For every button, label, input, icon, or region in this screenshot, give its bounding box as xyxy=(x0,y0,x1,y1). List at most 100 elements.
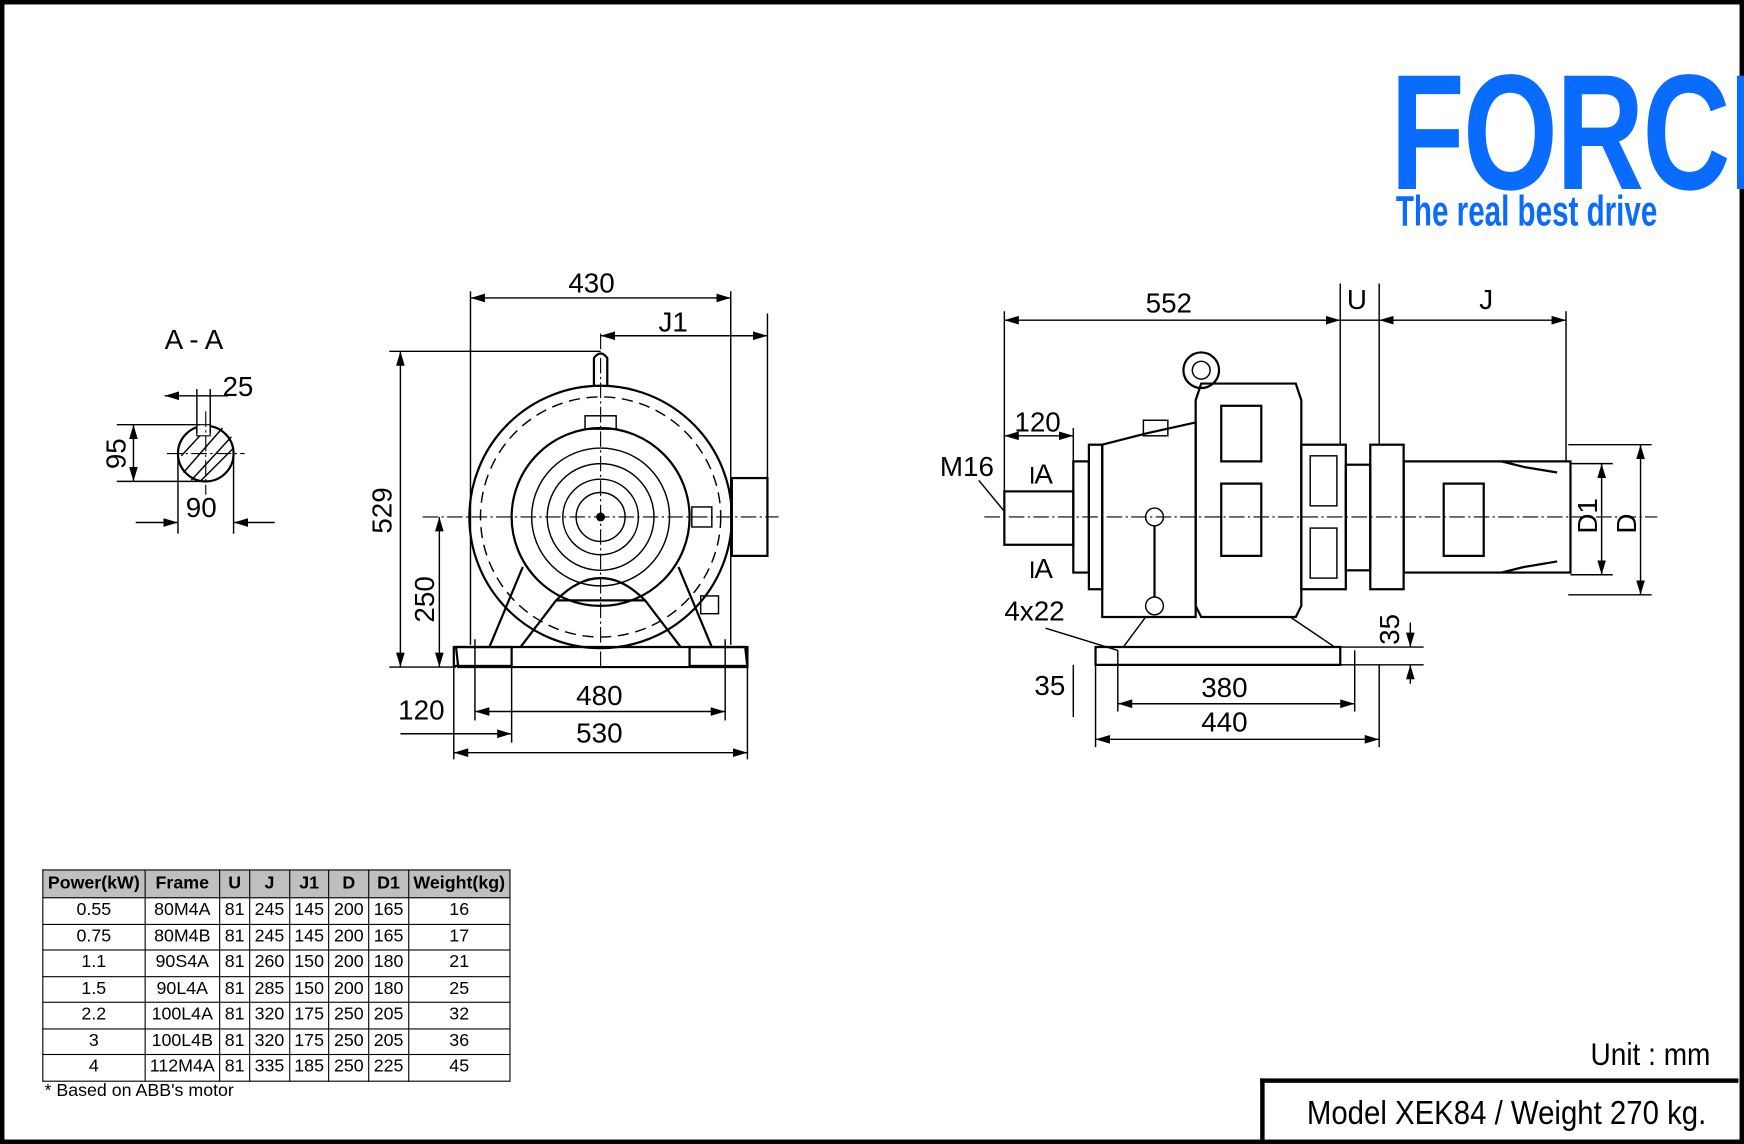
table-cell: 175 xyxy=(288,1027,330,1056)
table-cell: 4 xyxy=(42,1053,146,1082)
col-weight: Weight(kg) xyxy=(407,869,511,899)
table-cell: 245 xyxy=(249,897,290,925)
table-cell: 320 xyxy=(249,1001,290,1029)
svg-text:120: 120 xyxy=(398,694,444,725)
table-cell: 260 xyxy=(249,949,290,977)
table-cell: 0.75 xyxy=(42,923,146,951)
table-cell: 25 xyxy=(407,975,511,1003)
table-cell: 32 xyxy=(407,1001,511,1029)
table-cell: 16 xyxy=(407,897,511,925)
svg-text:J1: J1 xyxy=(658,306,687,337)
table-note: * Based on ABB's motor xyxy=(44,1081,234,1101)
svg-text:120: 120 xyxy=(1014,406,1060,437)
table-cell: 250 xyxy=(328,1001,370,1029)
table-cell: 285 xyxy=(249,975,290,1003)
table-cell: 1.5 xyxy=(42,975,146,1003)
svg-text:480: 480 xyxy=(576,680,622,711)
table-cell: 335 xyxy=(249,1053,290,1082)
table-cell: 81 xyxy=(219,1001,251,1029)
section-title: A - A xyxy=(165,324,224,355)
svg-text:530: 530 xyxy=(576,718,622,749)
table-cell: 81 xyxy=(219,949,251,977)
table-cell: 3 xyxy=(42,1027,146,1056)
table-cell: 45 xyxy=(407,1053,511,1082)
svg-text:25: 25 xyxy=(222,371,253,402)
col-d: D xyxy=(328,869,370,899)
table-cell: 145 xyxy=(288,897,330,925)
table-cell: 150 xyxy=(288,975,330,1003)
table-cell: 36 xyxy=(407,1027,511,1056)
brand-logo: FORCE xyxy=(1390,41,1744,225)
svg-text:D1: D1 xyxy=(1572,498,1603,534)
motor-spec-table: Power(kW) Frame U J J1 D D1 Weight(kg) 0… xyxy=(42,869,511,1082)
col-j1: J1 xyxy=(288,869,330,899)
unit-label: Unit : mm xyxy=(1590,1037,1711,1072)
model-label: Model XEK84 / Weight 270 kg. xyxy=(1306,1095,1707,1132)
table-cell: 0.55 xyxy=(42,897,146,925)
table-cell: 80M4B xyxy=(144,923,221,951)
col-power: Power(kW) xyxy=(42,869,146,899)
table-cell: 17 xyxy=(407,923,511,951)
table-cell: 145 xyxy=(288,923,330,951)
svg-text:J: J xyxy=(1479,284,1493,315)
table-cell: 205 xyxy=(368,1001,409,1029)
table-cell: 200 xyxy=(328,897,370,925)
svg-text:A: A xyxy=(1034,553,1053,584)
svg-text:380: 380 xyxy=(1201,672,1247,703)
table-cell: 320 xyxy=(249,1027,290,1056)
svg-text:529: 529 xyxy=(367,487,398,533)
table-cell: 21 xyxy=(407,949,511,977)
svg-text:250: 250 xyxy=(409,576,440,622)
table-cell: 90S4A xyxy=(144,949,221,977)
table-cell: 2.2 xyxy=(42,1001,146,1029)
svg-text:440: 440 xyxy=(1201,707,1247,738)
table-cell: 205 xyxy=(368,1027,409,1056)
table-cell: 100L4A xyxy=(144,1001,221,1029)
svg-text:90: 90 xyxy=(186,492,217,523)
front-view: 430 J1 529 250 480 530 120 xyxy=(367,267,779,760)
table-cell: 90L4A xyxy=(144,975,221,1003)
col-j: J xyxy=(249,869,290,899)
side-view: 552 U J 120 M16 A A 4x22 D D1 35 35 xyxy=(940,283,1658,748)
svg-text:D: D xyxy=(1611,514,1642,534)
table-cell: 180 xyxy=(368,975,409,1003)
table-cell: 150 xyxy=(288,949,330,977)
table-cell: 112M4A xyxy=(144,1053,221,1082)
table-cell: 81 xyxy=(219,923,251,951)
table-cell: 200 xyxy=(328,949,370,977)
table-cell: 81 xyxy=(219,1027,251,1056)
table-cell: 250 xyxy=(328,1027,370,1056)
table-cell: 250 xyxy=(328,1053,370,1082)
model-title-box: Model XEK84 / Weight 270 kg. xyxy=(1260,1078,1739,1140)
svg-text:430: 430 xyxy=(568,267,614,298)
svg-text:552: 552 xyxy=(1146,287,1192,318)
svg-text:35: 35 xyxy=(1034,670,1065,701)
table-cell: 80M4A xyxy=(144,897,221,925)
table-cell: 200 xyxy=(328,923,370,951)
table-cell: 165 xyxy=(368,923,409,951)
svg-text:35: 35 xyxy=(1374,614,1405,645)
table-cell: 185 xyxy=(288,1053,330,1082)
table-cell: 165 xyxy=(368,897,409,925)
table-cell: 180 xyxy=(368,949,409,977)
table-cell: 175 xyxy=(288,1001,330,1029)
section-a-a: A - A 25 95 90 xyxy=(101,324,275,534)
col-d1: D1 xyxy=(368,869,409,899)
col-u: U xyxy=(219,869,251,899)
table-cell: 1.1 xyxy=(42,949,146,977)
svg-text:4x22: 4x22 xyxy=(1004,595,1064,626)
table-cell: 225 xyxy=(368,1053,409,1082)
table-cell: 100L4B xyxy=(144,1027,221,1056)
svg-text:A: A xyxy=(1034,459,1053,490)
table-cell: 81 xyxy=(219,897,251,925)
brand-tagline: The real best drive xyxy=(1395,188,1658,236)
table-cell: 200 xyxy=(328,975,370,1003)
